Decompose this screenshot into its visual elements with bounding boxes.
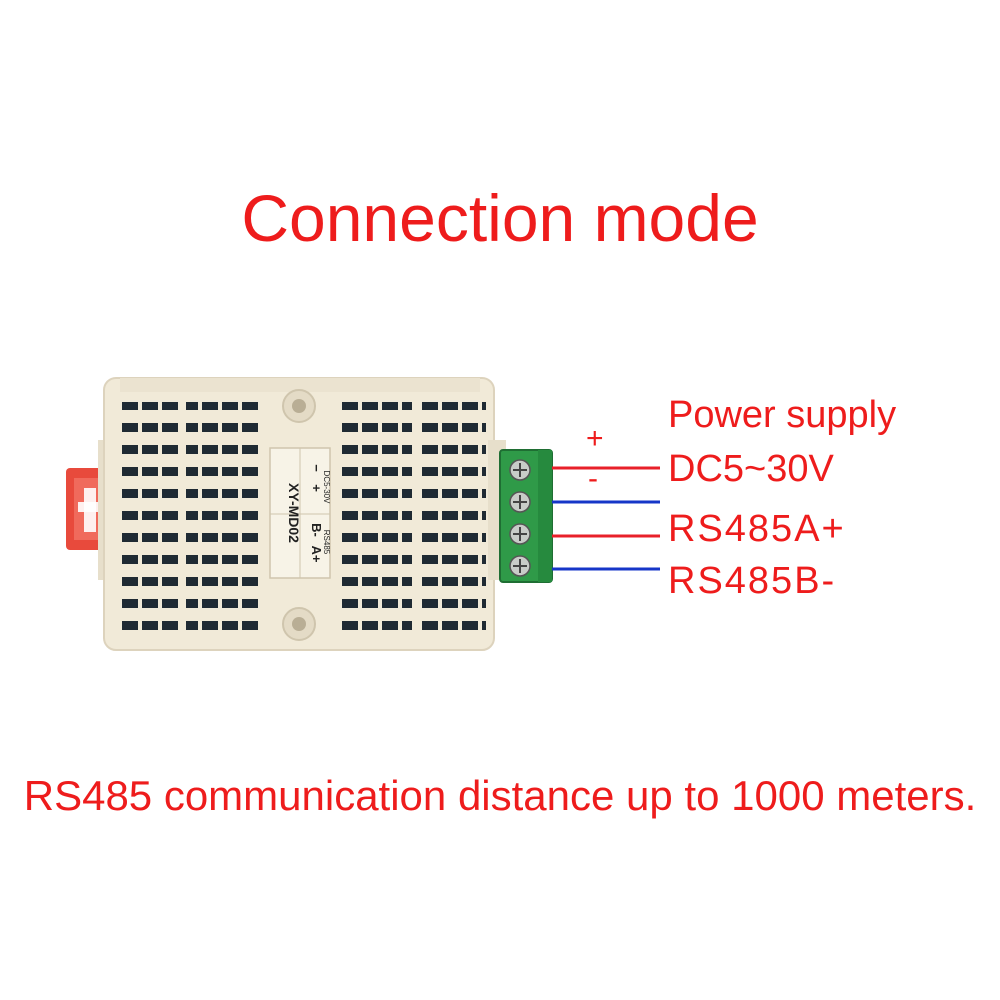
pin-label-bus: RS485 (322, 530, 331, 555)
terminal-screw-1 (509, 459, 531, 481)
pin-label-plus: + (309, 484, 324, 492)
pin-label-a: A+ (309, 546, 324, 563)
terminal-block (488, 440, 553, 583)
terminal-screw-3 (509, 523, 531, 545)
pin-label-b: B- (309, 523, 324, 537)
terminal-screw-2 (509, 491, 531, 513)
pin-label-voltage: DC5-30V (322, 471, 331, 505)
minus-sign-label: - (588, 462, 598, 495)
page-title: Connection mode (241, 181, 759, 255)
model-label: XY-MD02 (286, 483, 302, 543)
pin-label-minus: − (309, 464, 324, 472)
footer-note: RS485 communication distance up to 1000 … (23, 772, 977, 819)
power-supply-label: Power supply (668, 394, 897, 436)
terminal-screw-4 (509, 555, 531, 577)
rs485a-label: RS485A+ (668, 508, 846, 550)
rs485b-label: RS485B- (668, 560, 837, 602)
dc-voltage-label: DC5~30V (668, 448, 834, 490)
plus-sign-label: + (586, 422, 604, 455)
sensor-housing: XY-MD02 − + DC5-30V B- A+ RS485 (103, 377, 495, 651)
